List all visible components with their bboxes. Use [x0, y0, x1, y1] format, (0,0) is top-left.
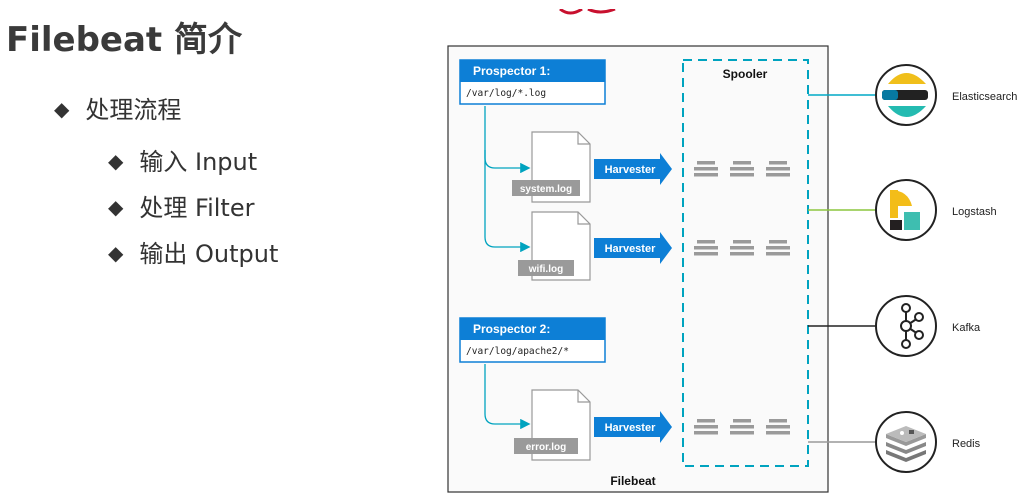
diamond-bullet-icon: ◆ [54, 97, 70, 121]
harvester-arrow: Harvester [594, 153, 672, 185]
connector-arrow [484, 150, 531, 253]
log-filename: wifi.log [528, 264, 563, 275]
elasticsearch-output: Elasticsearch [875, 64, 1017, 126]
sub-bullet-filter: ◆ 处理 Filter [108, 188, 254, 223]
harvester-label: Harvester [605, 243, 656, 255]
prospector-1-path: /var/log/*.log [466, 88, 546, 99]
logstash-output: Logstash [875, 179, 997, 241]
event-stack-icon [694, 419, 718, 435]
sub-bullet-label: 输出 Output [139, 240, 279, 268]
log-file-error: error.log [514, 389, 591, 461]
redis-icon [875, 411, 937, 473]
sub-bullet-input: ◆ 输入 Input [108, 142, 257, 177]
logstash-icon [875, 179, 937, 241]
top-decoration [470, 0, 620, 15]
prospector-2: Prospector 2: /var/log/apache2/* [459, 317, 606, 363]
log-file-wifi: wifi.log [518, 211, 591, 281]
prospector-2-path: /var/log/apache2/* [466, 346, 569, 357]
kafka-icon [875, 295, 937, 357]
filebeat-diagram: Filebeat Spooler Prospector 1: /var/log/… [447, 45, 1017, 493]
event-stack-icon [730, 240, 754, 256]
redis-output: Redis [875, 411, 981, 473]
harvester-arrow: Harvester [594, 411, 672, 443]
log-filename: system.log [520, 184, 572, 195]
elasticsearch-icon [875, 64, 937, 126]
output-label: Elasticsearch [952, 91, 1017, 103]
diamond-bullet-icon: ◆ [108, 149, 124, 173]
event-stack-icon [766, 419, 790, 435]
spooler-events [694, 161, 790, 435]
output-label: Logstash [952, 206, 997, 218]
bullet-item-main: ◆ 处理流程 [54, 90, 181, 125]
harvester-label: Harvester [605, 164, 656, 176]
filebeat-label: Filebeat [610, 474, 655, 488]
event-stack-icon [766, 240, 790, 256]
connector-arrow [484, 364, 531, 430]
prospector-2-label: Prospector 2: [473, 322, 550, 336]
event-stack-icon [766, 161, 790, 177]
output-label: Redis [952, 438, 981, 450]
bullet-label: 处理流程 [85, 96, 182, 124]
sub-bullet-label: 输入 Input [139, 148, 258, 176]
event-stack-icon [694, 161, 718, 177]
output-label: Kafka [952, 322, 981, 334]
log-filename: error.log [526, 442, 567, 453]
harvester-arrow: Harvester [594, 232, 672, 264]
diamond-bullet-icon: ◆ [108, 241, 124, 265]
spooler-box [682, 59, 809, 467]
spooler-label: Spooler [723, 67, 768, 81]
event-stack-icon [730, 161, 754, 177]
kafka-output: Kafka [875, 295, 981, 357]
sub-bullet-output: ◆ 输出 Output [108, 234, 278, 269]
event-stack-icon [694, 240, 718, 256]
log-file-system: system.log [512, 131, 591, 203]
prospector-1: Prospector 1: /var/log/*.log [459, 59, 606, 105]
event-stack-icon [730, 419, 754, 435]
page-title: Filebeat 简介 [6, 20, 243, 60]
diamond-bullet-icon: ◆ [108, 195, 124, 219]
sub-bullet-label: 处理 Filter [139, 194, 255, 222]
harvester-label: Harvester [605, 422, 656, 434]
prospector-1-label: Prospector 1: [473, 64, 550, 78]
